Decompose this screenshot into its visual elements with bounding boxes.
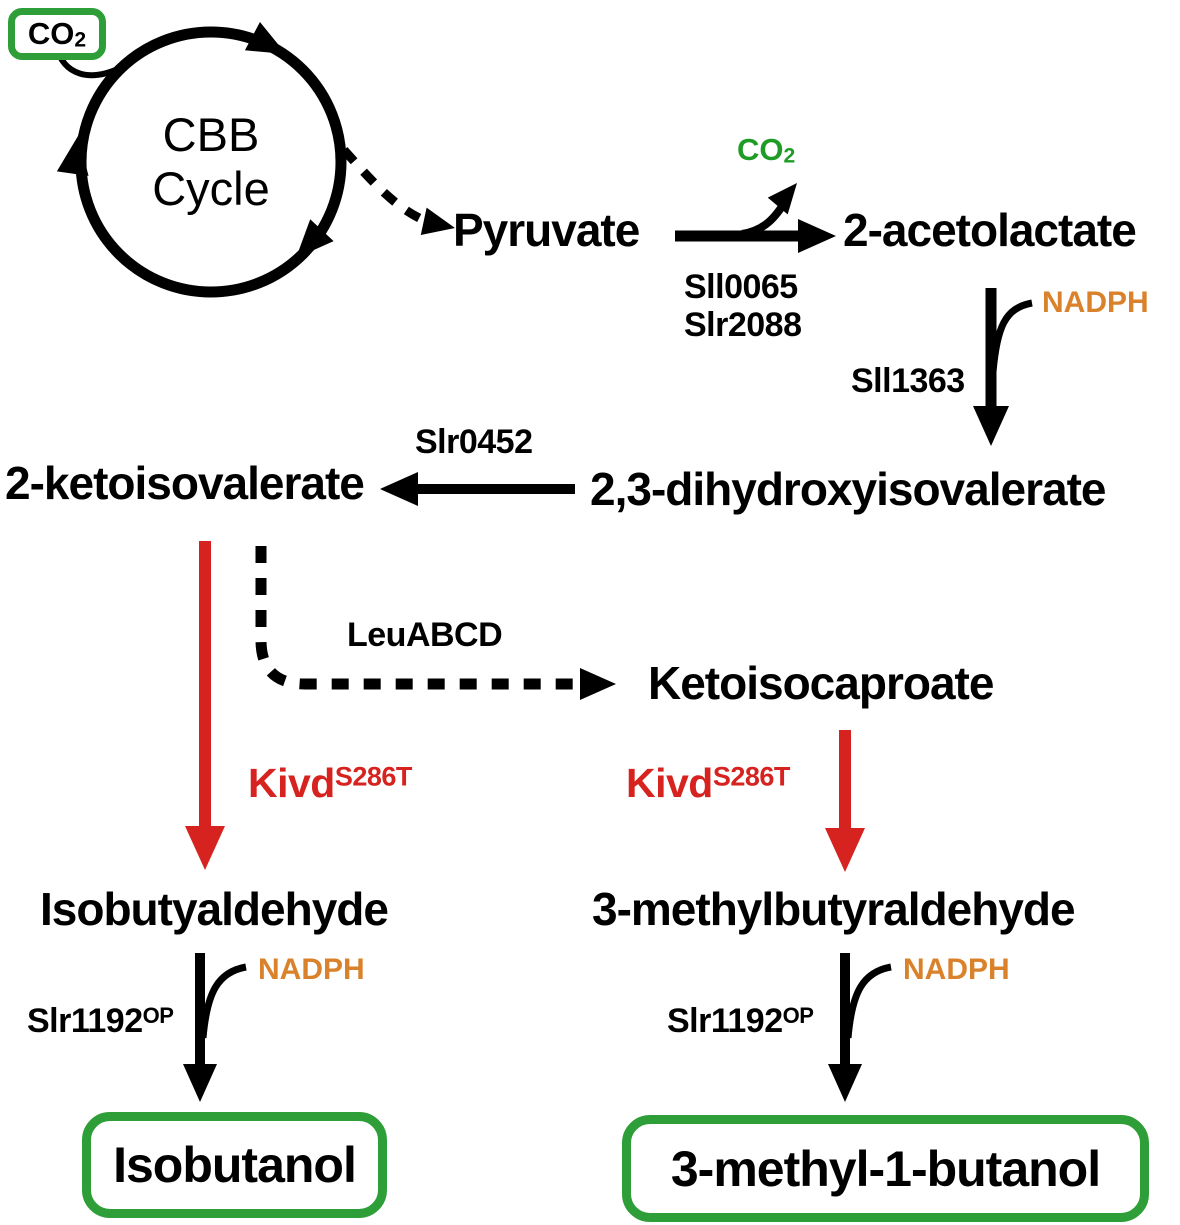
isobutanol-label: Isobutanol [113,1137,357,1193]
ketoisovalerate-label: 2-ketoisovalerate [5,457,365,509]
enzyme-slr2088: Slr2088 [684,306,802,344]
enzyme-leuabcd: LeuABCD [347,616,503,654]
isobutyaldehyde-label: Isobutyaldehyde [40,883,389,935]
dihydroxyisovalerate-label: 2,3-dihydroxyisovalerate [590,463,1106,515]
arrow-kivd-left-head [185,826,225,870]
cbb-cycle-arrowhead-left [56,136,89,176]
kivd-label-left: KivdS286T [248,760,412,806]
nadph-label-2: NADPH [258,953,365,986]
arrow-pyruvate-to-acetolactate-head [798,219,836,253]
arrow-slr1192-left-head [183,1064,217,1102]
acetolactate-label: 2-acetolactate [843,204,1137,256]
methylbutyraldehyde-label: 3-methylbutyraldehyde [592,883,1076,935]
co2-source-label: CO2 [27,15,87,52]
cbb-cycle-arrowhead-top [244,22,286,54]
methylbutanol-box: 3-methyl-1-butanol [622,1115,1149,1222]
arrow-slr0452-head [380,472,418,506]
enzyme-slr1192-left: Slr1192OP [27,1002,174,1040]
nadph-label-3: NADPH [903,953,1010,986]
nadph-label-1: NADPH [1042,286,1149,319]
isobutanol-box: Isobutanol [82,1112,387,1218]
arrow-cbb-to-pyruvate-head [420,207,455,236]
pyruvate-label: Pyruvate [453,204,640,256]
arrow-slr1192-right-head [828,1064,862,1102]
methylbutanol-label: 3-methyl-1-butanol [670,1140,1101,1197]
co2-release-label: CO2 [737,132,796,168]
cbb-cycle-label: CBB Cycle [152,108,270,215]
arrow-co2-release-head [767,183,797,215]
enzyme-sll0065: Sll0065 [684,268,798,306]
arrow-leuabcd-dashed-head [580,668,616,700]
ketoisocaproate-label: Ketoisocaproate [648,657,994,709]
arrow-kivd-right-head [825,828,865,872]
arrow-cbb-to-pyruvate [340,146,432,228]
nadph-curve-2 [199,963,247,1039]
cbb-cycle-arrowhead-bottom [296,219,334,258]
enzyme-slr0452: Slr0452 [415,423,533,461]
nadph-curve-1 [989,299,1033,373]
kivd-label-right: KivdS286T [626,760,790,806]
arrow-leuabcd-dashed [255,546,583,690]
enzyme-slr1192-right: Slr1192OP [667,1002,814,1040]
nadph-curve-3 [844,963,892,1039]
enzyme-sll1363: Sll1363 [851,362,965,400]
co2-source-box: CO2 [8,8,106,60]
arrow-acetolactate-down-head [973,406,1009,446]
